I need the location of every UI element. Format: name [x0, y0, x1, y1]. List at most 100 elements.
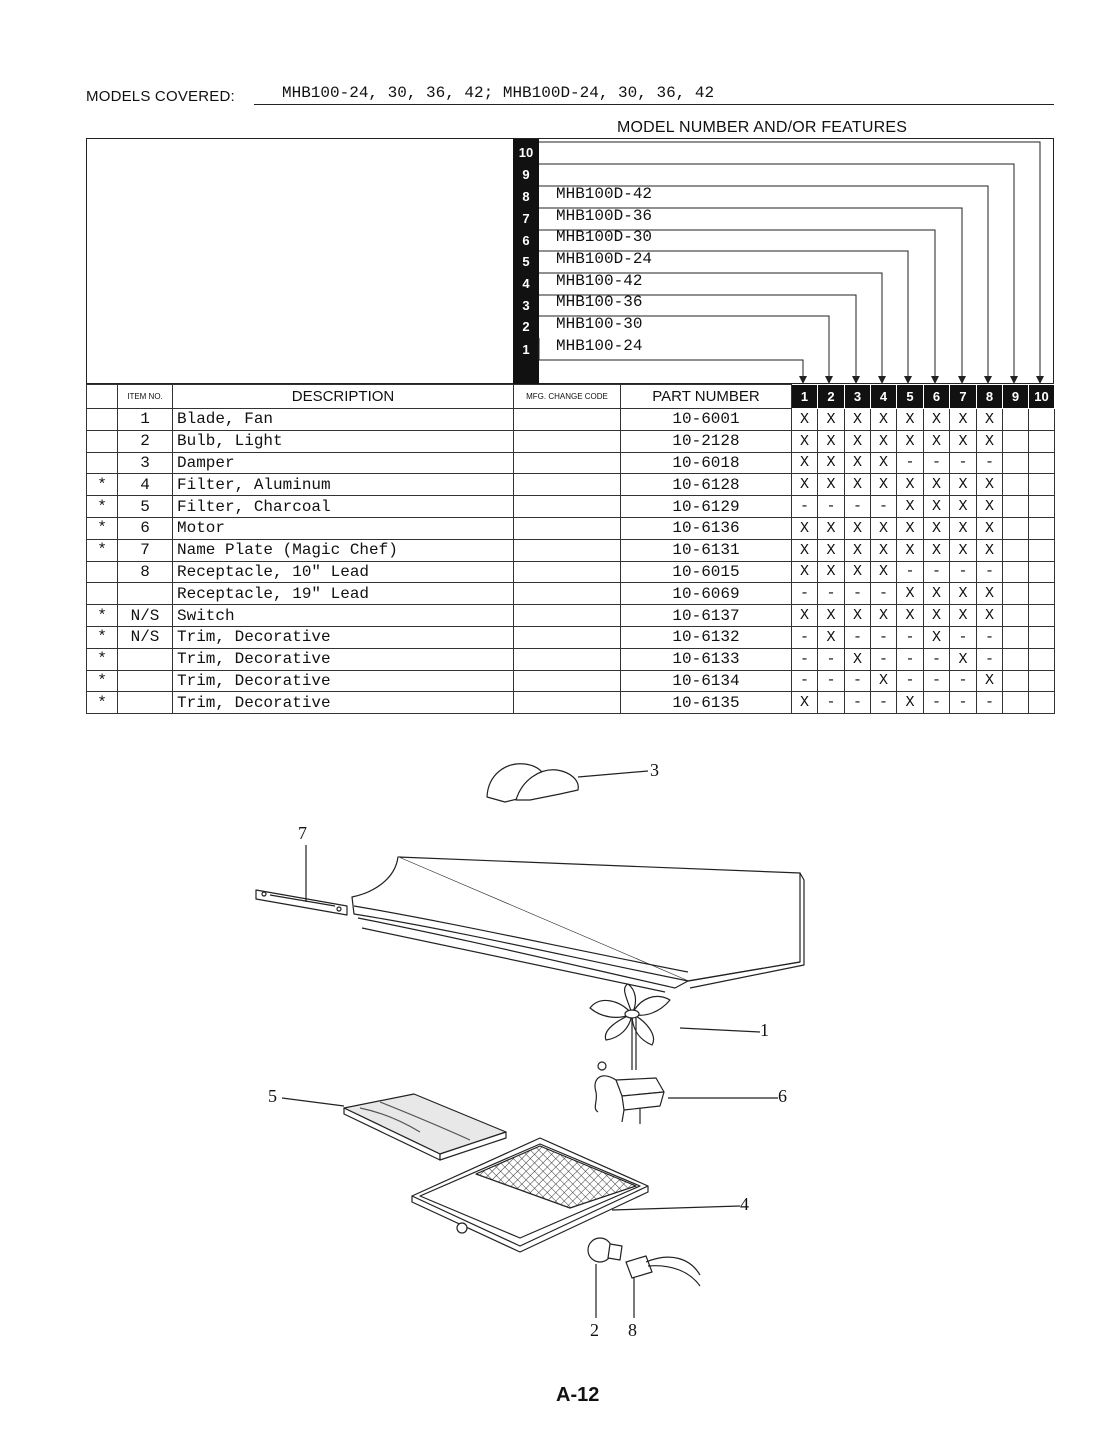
part-description: Motor	[172, 516, 514, 540]
header-item-no: ITEM NO.	[117, 384, 173, 409]
part-number: 10-6015	[620, 560, 792, 584]
leader-4	[539, 272, 883, 384]
page-number: A-12	[556, 1384, 600, 1406]
model-num-1: 1	[522, 342, 530, 357]
part-number: 10-6136	[620, 516, 792, 540]
header-model-2: 2	[817, 384, 845, 409]
header-model-9: 9	[1002, 384, 1029, 409]
features-title: MODEL NUMBER AND/OR FEATURES	[617, 119, 908, 136]
part-number: 10-6001	[620, 408, 792, 431]
leader-5	[539, 250, 909, 384]
callout-aluminum-filter: 4	[740, 1194, 749, 1214]
header-description: DESCRIPTION	[172, 384, 514, 409]
part-description: Name Plate (Magic Chef)	[172, 538, 514, 562]
model-1-fit: X	[791, 691, 818, 715]
model-name-2: MHB100-30	[556, 315, 643, 333]
callout-motor: 6	[778, 1086, 787, 1106]
header-part-number: PART NUMBER	[620, 384, 792, 409]
model-number-column	[513, 139, 539, 384]
callout-receptacle: 8	[628, 1320, 637, 1340]
name-plate-part	[255, 845, 348, 916]
callout-bulb: 2	[590, 1320, 599, 1340]
model-num-4: 4	[522, 276, 530, 291]
leader-6	[539, 229, 936, 384]
model-num-5: 5	[522, 254, 530, 269]
callout-name-plate: 7	[298, 823, 307, 843]
leader-10	[539, 141, 1041, 384]
model-num-7: 7	[522, 211, 530, 226]
part-number: 10-6128	[620, 473, 792, 497]
models-covered: MODELS COVERED: MHB100-24, 30, 36, 42; M…	[86, 84, 1054, 106]
leader-1	[538, 338, 804, 384]
model-name-7: MHB100D-36	[556, 207, 653, 225]
item-number: N/S	[117, 625, 173, 649]
model-header-box	[86, 138, 1054, 384]
damper-part	[486, 763, 649, 803]
model-num-6: 6	[522, 233, 530, 248]
header-model-3: 3	[844, 384, 871, 409]
model-num-8: 8	[522, 189, 530, 204]
leader-7	[539, 207, 963, 384]
callout-fan-blade: 1	[760, 1020, 769, 1040]
header-mfg-change-code: MFG. CHANGE CODE	[513, 384, 621, 409]
model-name-4: MHB100-42	[556, 272, 643, 290]
receptacle-part	[625, 1255, 701, 1318]
changed-marker: *	[86, 691, 118, 715]
leader-2	[539, 315, 830, 384]
part-description: Receptacle, 10" Lead	[172, 560, 514, 584]
model-leader-lines	[538, 141, 1044, 384]
part-description: Trim, Decorative	[172, 625, 514, 649]
table-header-row: ITEM NO. DESCRIPTION MFG. CHANGE CODE PA…	[86, 384, 1055, 409]
model-name-6: MHB100D-30	[556, 228, 653, 246]
motor-part	[594, 1061, 778, 1124]
light-bulb-part	[587, 1237, 623, 1318]
part-number: 10-6133	[620, 647, 792, 671]
charcoal-filter-part	[281, 1093, 507, 1161]
leader-8	[539, 185, 989, 384]
leader-3	[539, 294, 857, 384]
parts-table: ITEM NO. DESCRIPTION MFG. CHANGE CODE PA…	[86, 384, 1055, 715]
part-description: Trim, Decorative	[172, 669, 514, 693]
model-10-fit	[1028, 691, 1055, 715]
model-name-8: MHB100D-42	[556, 185, 653, 203]
model-name-1: MHB100-24	[556, 337, 643, 355]
callout-damper: 3	[650, 760, 659, 780]
part-description: Filter, Charcoal	[172, 495, 514, 518]
part-description: Trim, Decorative	[172, 647, 514, 671]
model-num-9: 9	[522, 167, 530, 182]
models-covered-value: MHB100-24, 30, 36, 42; MHB100D-24, 30, 3…	[282, 84, 715, 102]
range-hood-body	[351, 856, 805, 993]
header-model-10: 10	[1028, 384, 1055, 409]
models-covered-underline	[254, 104, 1054, 105]
model-num-3: 3	[522, 298, 530, 313]
model-name-5: MHB100D-24	[556, 250, 653, 268]
header-model-7: 7	[949, 384, 977, 409]
model-name-3: MHB100-36	[556, 293, 643, 311]
callout-charcoal-filter: 5	[268, 1086, 277, 1106]
models-covered-label: MODELS COVERED:	[86, 88, 235, 105]
fan-blade-part	[589, 983, 761, 1070]
part-description: Trim, Decorative	[172, 691, 514, 715]
aluminum-filter-part	[411, 1137, 741, 1253]
header-model-6: 6	[923, 384, 950, 409]
part-number: 10-2128	[620, 429, 792, 453]
model-num-2: 2	[522, 319, 530, 334]
header-model-5: 5	[896, 384, 924, 409]
header-model-8: 8	[976, 384, 1003, 409]
header-model-4: 4	[870, 384, 897, 409]
model-num-10: 10	[518, 145, 534, 160]
